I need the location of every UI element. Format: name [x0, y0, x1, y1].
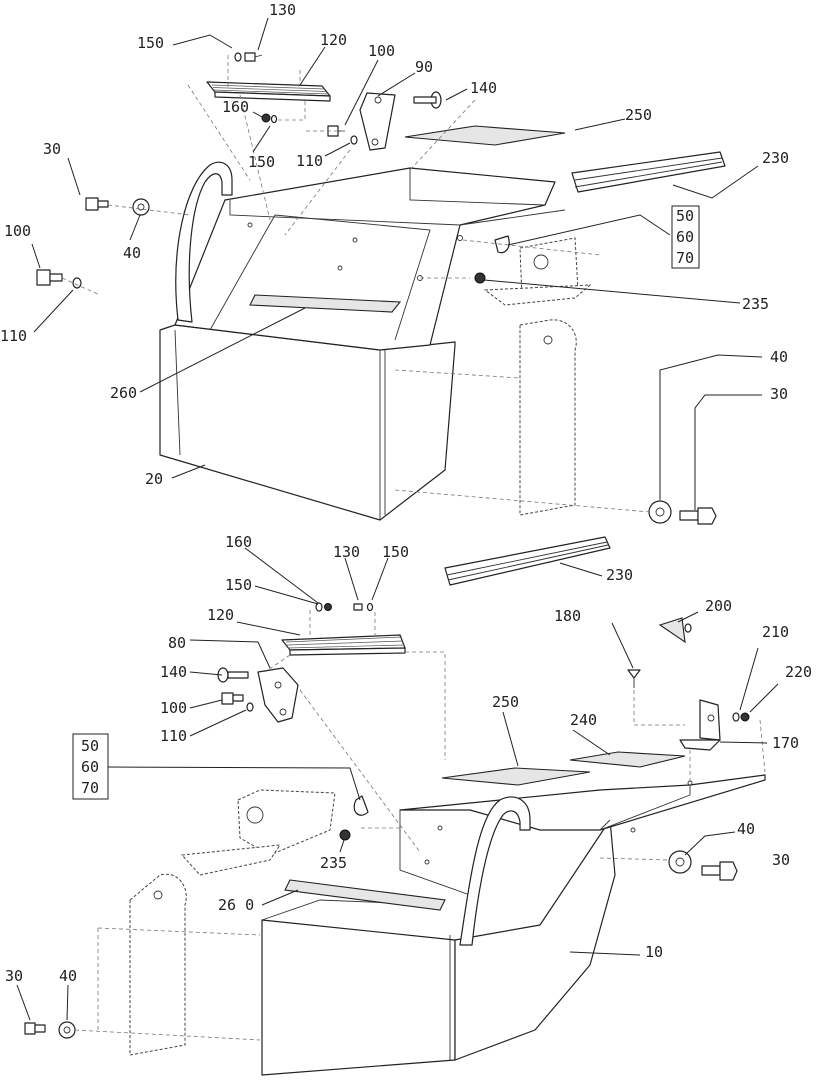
callout-50: 50 — [676, 207, 694, 225]
callout-120-b: 120 — [207, 606, 234, 624]
pad-240 — [569, 751, 686, 768]
callout-40-right: 40 — [770, 348, 788, 366]
rail-230-bottom — [444, 536, 611, 586]
step-tread-120 — [206, 81, 331, 102]
callout-10: 10 — [645, 943, 663, 961]
callout-30-right: 30 — [770, 385, 788, 403]
hardware-bottom — [24, 602, 750, 1039]
callout-80: 80 — [168, 634, 186, 652]
callout-30-left-b: 30 — [5, 967, 23, 985]
callout-150: 150 — [137, 34, 164, 52]
callout-200: 200 — [705, 597, 732, 615]
callout-150-b1: 150 — [382, 543, 409, 561]
callout-box-bottom — [72, 733, 109, 800]
callout-230: 230 — [762, 149, 789, 167]
callout-150-lower: 150 — [248, 153, 275, 171]
bracket-90 — [359, 92, 396, 151]
callout-100: 100 — [368, 42, 395, 60]
callout-150-b2: 150 — [225, 576, 252, 594]
callout-235-b: 235 — [320, 854, 347, 872]
callout-70: 70 — [676, 249, 694, 267]
labels-top: 130 150 120 100 90 140 250 160 150 110 3… — [0, 1, 789, 488]
callout-110: 110 — [296, 152, 323, 170]
callout-130-b: 130 — [333, 543, 360, 561]
mount-bracket-plate — [483, 237, 592, 516]
bottom-assembly: 160 130 150 150 230 120 180 200 80 210 1… — [5, 533, 812, 1076]
step-tread-120-bottom — [281, 634, 406, 656]
labels-bottom: 160 130 150 150 230 120 180 200 80 210 1… — [5, 533, 812, 985]
callout-30: 30 — [43, 140, 61, 158]
bracket-170 — [679, 699, 721, 751]
callout-240: 240 — [570, 711, 597, 729]
bracket-80 — [257, 667, 299, 723]
callout-30-b: 30 — [772, 851, 790, 869]
callout-130: 130 — [269, 1, 296, 19]
callout-110-left: 110 — [0, 327, 27, 345]
callout-260-b: 26 0 — [218, 896, 254, 914]
assembly-lines-top — [61, 55, 651, 513]
callout-40: 40 — [123, 244, 141, 262]
callout-100-b: 100 — [160, 699, 187, 717]
leaders-top — [31, 17, 763, 510]
callout-170: 170 — [772, 734, 799, 752]
callout-260: 260 — [110, 384, 137, 402]
callout-230-b: 230 — [606, 566, 633, 584]
callout-60-b: 60 — [81, 758, 99, 776]
callout-box-top — [671, 205, 700, 269]
step-box-body-10 — [261, 774, 766, 1076]
callout-120: 120 — [320, 31, 347, 49]
callout-250: 250 — [625, 106, 652, 124]
top-assembly: 130 150 120 100 90 140 250 160 150 110 3… — [0, 1, 789, 525]
callout-235: 235 — [742, 295, 769, 313]
assembly-lines-bottom — [74, 610, 766, 1041]
callout-70-b: 70 — [81, 779, 99, 797]
callout-40-left-b: 40 — [59, 967, 77, 985]
callout-20: 20 — [145, 470, 163, 488]
leaders-bottom — [16, 547, 779, 1021]
callout-250-b: 250 — [492, 693, 519, 711]
callout-60: 60 — [676, 228, 694, 246]
callout-210: 210 — [762, 623, 789, 641]
callout-100-left: 100 — [4, 222, 31, 240]
callout-180: 180 — [554, 607, 581, 625]
step-box-body-20 — [159, 161, 566, 521]
callout-140: 140 — [470, 79, 497, 97]
callout-110-b: 110 — [160, 727, 187, 745]
callout-220: 220 — [785, 663, 812, 681]
pad-250 — [404, 125, 566, 146]
mount-bracket-left — [129, 789, 336, 1056]
pad-250-bottom — [441, 767, 591, 786]
rail-230 — [571, 151, 726, 193]
callout-40-b: 40 — [737, 820, 755, 838]
callout-160-b: 160 — [225, 533, 252, 551]
callout-90: 90 — [415, 58, 433, 76]
callout-160: 160 — [222, 98, 249, 116]
callout-50-b: 50 — [81, 737, 99, 755]
callout-140-b: 140 — [160, 663, 187, 681]
